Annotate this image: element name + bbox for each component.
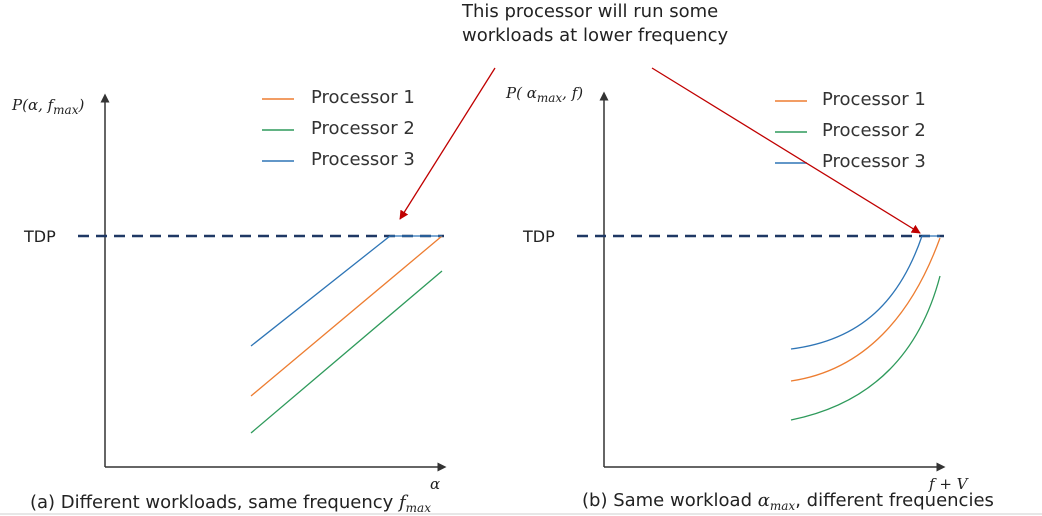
panel-b-legend-item-2: Processor 2 [822,120,926,141]
annotation-line-2: workloads at lower frequency [462,25,729,46]
panel-a-caption-sub: max [405,501,431,515]
panel-a-caption-var: f [399,492,406,513]
panel-b-caption: (b) Same workload αmax, different freque… [582,490,994,513]
panel-a-caption-text: (a) Different workloads, same frequency [30,492,399,513]
panel-b-y-axis-label: P( αmax, f) [506,84,584,105]
panel-a-y-axis-label: P(α, fmax) [12,96,85,117]
annotation-arrow-right [651,67,921,234]
panel-b-caption-post: , different frequencies [795,490,994,511]
panel-a-tdp-label: TDP [24,227,56,246]
panel-b-caption-var: α [757,490,770,511]
panel-b-y-label-sub: max [536,91,563,105]
panel-a-legend-item-2: Processor 2 [311,118,415,139]
annotation-arrow-left [399,67,496,220]
panel-a-legend-item-1: Processor 1 [311,87,415,108]
panel-b-legend-item-3: Processor 3 [822,151,926,172]
panel-b-processor-2-curve [790,275,941,421]
panel-a-y-label-close: ) [78,96,85,114]
panel-b-processor-1-curve [790,237,941,382]
panel-b-tdp-label: TDP [523,227,555,246]
annotation-line-1: This processor will run some [462,1,719,22]
panel-a-processor-1-line [250,235,443,397]
panel-b-y-label-close: , f) [562,84,584,102]
panel-b-y-label-main: P( α [506,84,537,102]
annotation-text: This processor will run some workloads a… [462,0,728,48]
panel-b-x-axis-label: f + V [929,475,968,493]
panel-a-legend-item-3: Processor 3 [311,149,415,170]
panel-a-caption: (a) Different workloads, same frequency … [30,492,431,515]
panel-b-caption-sub: max [769,499,796,513]
panel-a-processor-2-line [250,270,443,434]
panel-a-x-axis-label: α [430,475,441,493]
panel-b-legend-item-1: Processor 1 [822,89,926,110]
panel-b-caption-pre: (b) Same workload [582,490,758,511]
panel-a-y-label-main: P(α, f [12,96,54,114]
panel-b-processor-3-curve [790,235,923,350]
panel-a-y-label-sub: max [53,103,79,117]
panel-a-processor-3-line [250,235,442,347]
